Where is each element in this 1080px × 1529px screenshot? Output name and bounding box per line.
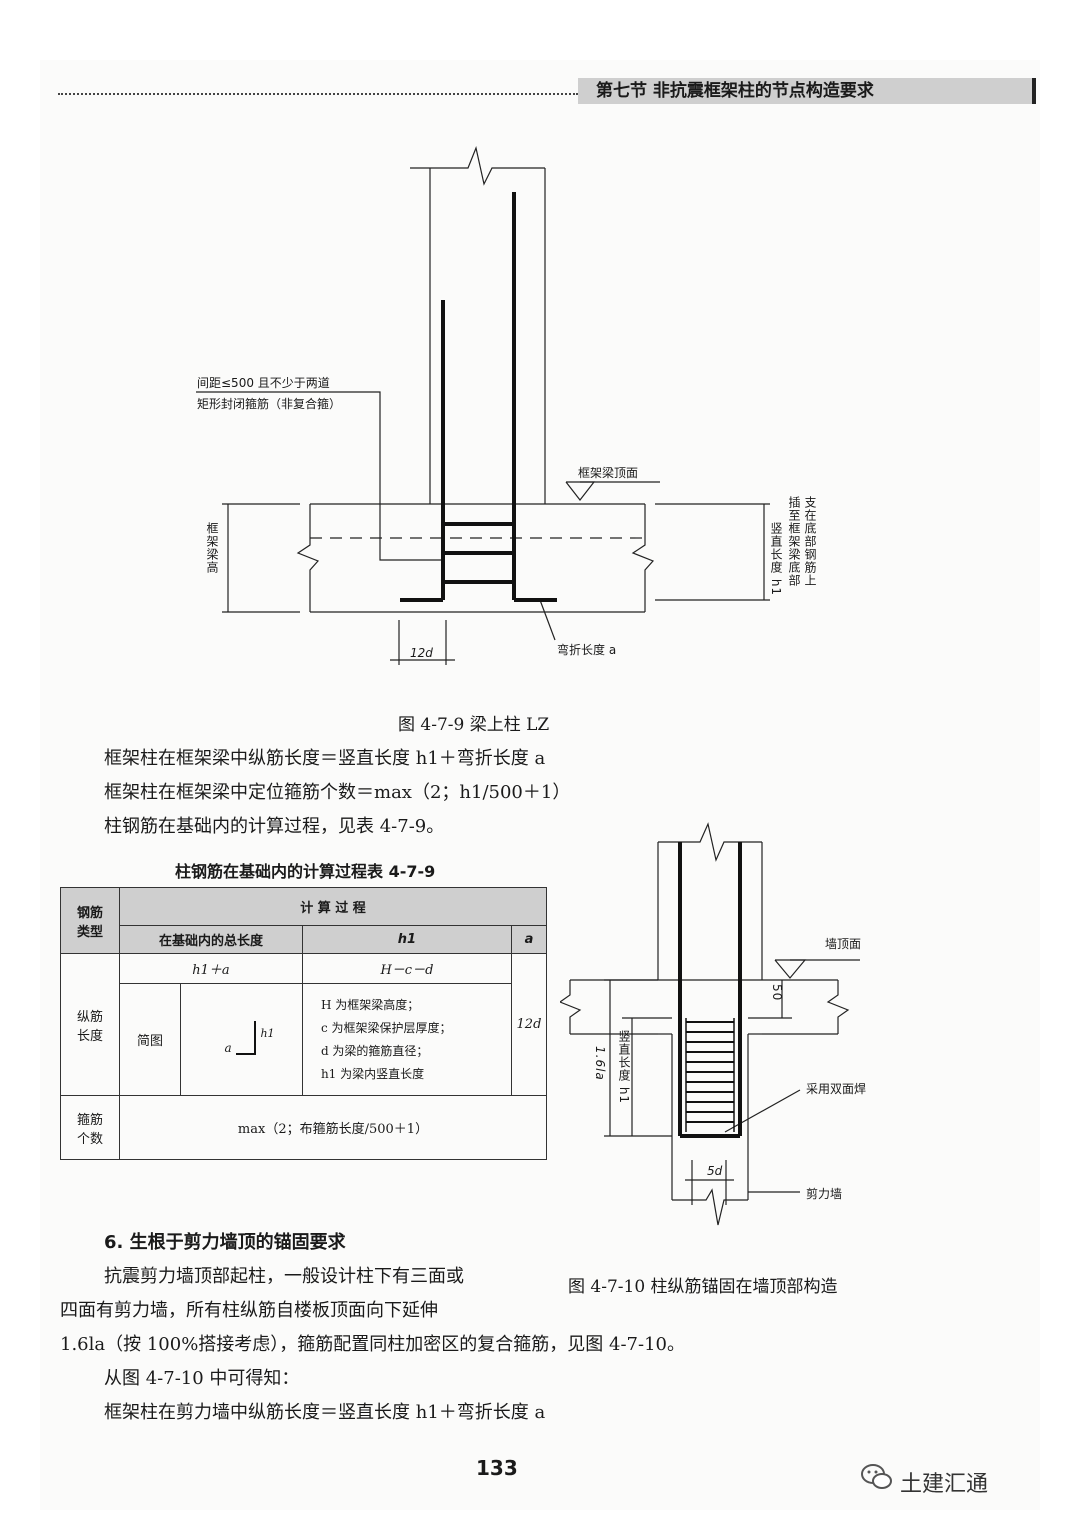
sketch-a: a bbox=[224, 1040, 232, 1055]
label-50: 50 bbox=[770, 984, 784, 1002]
label-shear-wall: 剪力墙 bbox=[806, 1187, 843, 1201]
text-line: 柱钢筋在基础内的计算过程，见表 4-7-9。 bbox=[104, 816, 445, 837]
cell-a-value: 12d bbox=[510, 953, 548, 1096]
sketch-vertical bbox=[254, 1020, 257, 1055]
note-line: H 为框架梁高度； bbox=[320, 997, 420, 1012]
cell-stirrup-formula: max（2；布箍筋长度/500＋1） bbox=[119, 1095, 547, 1160]
figure-4-7-9 bbox=[196, 145, 770, 665]
calc-table: 钢筋 类型 计 算 过 程 在基础内的总长度 h1 a 纵筋 长度 h1＋a H… bbox=[60, 887, 548, 1160]
label-wall-top: 墙顶面 bbox=[825, 937, 862, 951]
note-line: c 为框架梁保护层厚度； bbox=[320, 1020, 452, 1035]
cell-long-line: 长度 bbox=[76, 1028, 103, 1044]
page-number: 133 bbox=[476, 1456, 518, 1480]
note-line: d 为梁的箍筋直径； bbox=[320, 1043, 429, 1058]
cell-notes: H 为框架梁高度； c 为框架梁保护层厚度； d 为梁的箍筋直径； h1 为梁内… bbox=[301, 983, 512, 1096]
cell-longitudinal: 纵筋 长度 bbox=[60, 953, 120, 1096]
header-type-line: 钢筋 bbox=[76, 905, 103, 921]
label-bend-length: 弯折长度 a bbox=[557, 643, 617, 657]
header-h1: h1 bbox=[301, 925, 512, 954]
cell-sketch-label: 简图 bbox=[119, 983, 181, 1096]
label-vertical-length: 竖直长度 h1 bbox=[769, 522, 783, 597]
sketch-bar: a h1 bbox=[206, 1015, 276, 1065]
cell-total-formula: h1＋a bbox=[119, 953, 303, 984]
watermark-text: 土建汇通 bbox=[900, 1472, 989, 1497]
header-total-length: 在基础内的总长度 bbox=[119, 925, 303, 954]
header-title: 第七节 非抗震框架柱的节点构造要求 bbox=[578, 78, 1036, 104]
section-heading: 6. 生根于剪力墙顶的锚固要求 bbox=[104, 1232, 346, 1253]
cell-stirrup: 箍筋 个数 bbox=[60, 1095, 120, 1160]
cell-stir-line: 箍筋 bbox=[76, 1112, 103, 1128]
cell-stir-line: 个数 bbox=[76, 1131, 103, 1147]
label-insert-1: 插至框架梁底部 bbox=[787, 496, 801, 587]
label-double-weld: 采用双面焊 bbox=[806, 1082, 867, 1096]
text-line: 从图 4-7-10 中可得知： bbox=[104, 1368, 300, 1389]
label-1-6la: 1.6la bbox=[593, 1046, 607, 1081]
figure-caption-4-7-10: 图 4-7-10 柱纵筋锚固在墙顶部构造 bbox=[568, 1277, 838, 1297]
label-insert-2: 支在底部钢筋上 bbox=[803, 496, 817, 587]
wechat-icon bbox=[861, 1464, 892, 1489]
cell-sketch: a h1 bbox=[180, 983, 303, 1096]
label-stirrup-type: 矩形封闭箍筋（非复合箍） bbox=[197, 397, 342, 411]
cell-h1-formula: H－c－d bbox=[301, 953, 512, 984]
text-line: 1.6la（按 100%搭接考虑），箍筋配置同柱加密区的复合箍筋，见图 4-7-… bbox=[60, 1334, 685, 1355]
sketch-h1: h1 bbox=[260, 1026, 275, 1040]
text-line: 框架柱在剪力墙中纵筋长度＝竖直长度 h1＋弯折长度 a bbox=[104, 1402, 546, 1423]
page-sheet bbox=[40, 60, 1040, 1510]
label-12d: 12d bbox=[410, 646, 433, 660]
figure-caption-4-7-9: 图 4-7-9 梁上柱 LZ bbox=[398, 715, 550, 735]
sketch-horizontal bbox=[236, 1052, 257, 1055]
figure-4-7-10 bbox=[560, 822, 860, 1226]
text-line: 抗震剪力墙顶部起柱，一般设计柱下有三面或 bbox=[104, 1266, 464, 1287]
label-beam-top: 框架梁顶面 bbox=[578, 466, 639, 480]
header-type-line: 类型 bbox=[76, 924, 103, 940]
text-line: 框架柱在框架梁中纵筋长度＝竖直长度 h1＋弯折长度 a bbox=[104, 748, 546, 769]
header-rule bbox=[58, 93, 578, 95]
label-stirrup-spacing: 间距≤500 且不少于两道 bbox=[197, 376, 330, 390]
header-process: 计 算 过 程 bbox=[119, 887, 547, 926]
label-5d: 5d bbox=[707, 1164, 723, 1178]
note-line: h1 为梁内竖直长度 bbox=[320, 1066, 425, 1081]
label-vertical-h1: 竖直长度 h1 bbox=[617, 1030, 631, 1105]
table-title: 柱钢筋在基础内的计算过程表 4-7-9 bbox=[175, 862, 436, 881]
text-line: 框架柱在框架梁中定位箍筋个数＝max（2；h1/500＋1） bbox=[104, 782, 571, 803]
header-steel-type: 钢筋 类型 bbox=[60, 887, 120, 954]
header-a: a bbox=[510, 925, 548, 954]
cell-long-line: 纵筋 bbox=[76, 1009, 103, 1025]
text-line: 四面有剪力墙，所有柱纵筋自楼板顶面向下延伸 bbox=[60, 1300, 438, 1321]
label-beam-height: 框架梁高 bbox=[205, 522, 219, 574]
